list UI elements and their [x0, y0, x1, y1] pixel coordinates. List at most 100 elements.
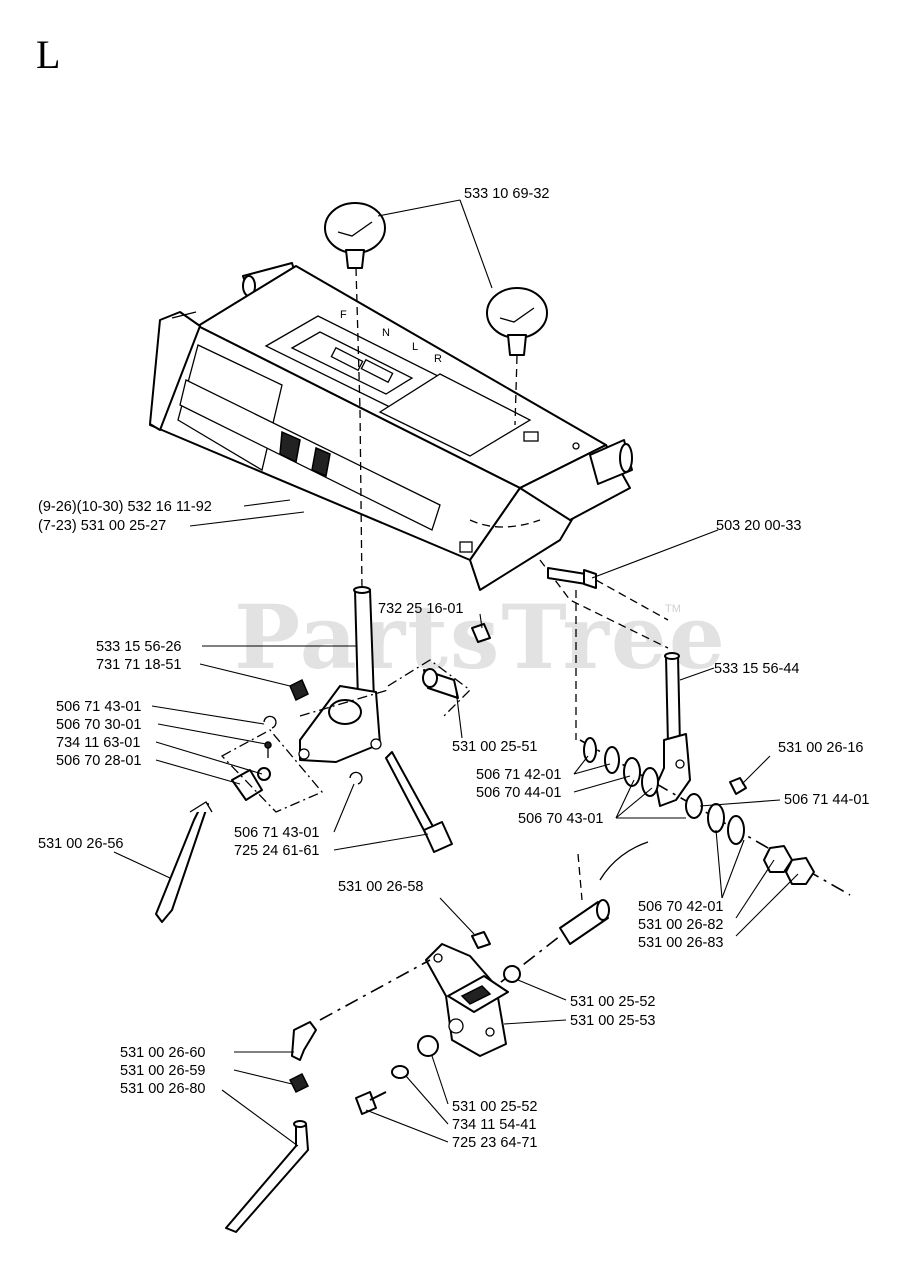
- label-lever-right: 533 15 56-44: [714, 661, 799, 677]
- bushing-531-00-25-51-end: [422, 668, 438, 688]
- label-bushing-mid: 531 00 25-51: [452, 739, 537, 755]
- washer-506-70-44-01: [604, 746, 620, 774]
- leader-lines: [113, 199, 799, 1147]
- console-left-flap: [149, 311, 201, 431]
- leader-console-b: [189, 511, 305, 527]
- hidden-line-mid: [299, 689, 389, 717]
- section-letter: L: [36, 32, 60, 77]
- leader-lever-right: [679, 667, 715, 681]
- label-nut-b2: 531 00 26-59: [120, 1063, 205, 1079]
- console-front-stripe: [179, 379, 441, 531]
- label-eclip-l2: 506 71 43-01: [234, 825, 319, 841]
- lever-right-hole: [675, 759, 685, 769]
- knob-left-axis: [355, 267, 361, 411]
- console-hidden-edge: [469, 519, 541, 528]
- leader-nut-r2: [735, 859, 775, 919]
- eclip-506-71-44-01: [685, 793, 703, 819]
- eclip-506-71-43-01-a: [263, 715, 277, 729]
- bracket-hole-2: [448, 1018, 464, 1034]
- leader-washer-r3-b: [721, 839, 745, 899]
- knob-right-axis: [514, 355, 518, 426]
- lower-shaft: [559, 901, 609, 945]
- knob-right-stem: [507, 334, 527, 356]
- label-pin-l1: 734 11 63-01: [56, 735, 140, 751]
- leader-washer-l1: [157, 723, 267, 745]
- leader-rod-b2: [221, 1089, 299, 1147]
- label-eclip-r2: 506 71 44-01: [784, 792, 869, 808]
- label-console-b: (7-23) 531 00 25-27: [38, 518, 166, 534]
- label-eclip-r1: 506 71 42-01: [476, 767, 561, 783]
- lever-left-boss: [328, 699, 362, 725]
- label-washer-l1: 506 70 30-01: [56, 717, 141, 733]
- label-nut-r2: 531 00 26-82: [638, 917, 723, 933]
- lever-left: [298, 586, 382, 763]
- label-nut-b1: 531 00 26-58: [338, 879, 423, 895]
- label-nut-left: 731 71 18-51: [96, 657, 181, 673]
- leader-console-a: [243, 499, 291, 507]
- label-rod-b1: 531 00 26-60: [120, 1045, 205, 1061]
- console-mark-l: L: [412, 341, 418, 353]
- label-bolt-right: 503 20 00-33: [716, 518, 801, 534]
- lower-vertical-dash: [577, 853, 583, 901]
- eclip-506-71-43-01-b: [349, 771, 363, 785]
- collar-506-70-30-01: [231, 769, 263, 801]
- nut-531-00-26-59: [288, 1072, 310, 1094]
- lever-right-rod: [665, 655, 681, 746]
- console-mark-f: F: [340, 309, 347, 321]
- label-bracket-b: 531 00 25-53: [570, 1013, 655, 1029]
- leader-nut-r3: [735, 873, 799, 937]
- bolt-right-axis: [595, 579, 669, 621]
- leader-knob-b: [459, 199, 493, 289]
- knob-right: [486, 287, 548, 356]
- hidden-box-left: [220, 729, 324, 813]
- clip-732-25-16-01: [471, 623, 491, 643]
- watermark-tm: TM: [665, 603, 681, 615]
- washer-506-70-42-01-b: [727, 815, 745, 845]
- lower-curve-line: [599, 841, 649, 881]
- leader-eclip-r1-b: [573, 763, 611, 775]
- lever-left-hole-2: [370, 738, 382, 750]
- console-clip-square: [459, 541, 473, 553]
- washer-506-70-28-01: [257, 767, 271, 781]
- nut-731-71-18-51: [289, 678, 309, 702]
- lower-rod-axis: [319, 959, 431, 1021]
- washer-506-70-43-01-a: [623, 757, 641, 787]
- label-eclip-l1: 506 71 43-01: [56, 699, 141, 715]
- bracket-hole-3: [485, 1027, 495, 1037]
- label-washer-r3: 506 70 42-01: [638, 899, 723, 915]
- eclip-506-71-42-01: [583, 737, 597, 763]
- bolt-503-20-00-33-shank: [547, 567, 587, 585]
- console-right-tube-end: [619, 443, 633, 473]
- leader-pin-l1: [155, 741, 263, 775]
- rod-531-00-26-56: [155, 803, 209, 923]
- lever-left-top: [353, 586, 371, 594]
- rod-531-00-26-80-top: [293, 1120, 307, 1128]
- leader-nut-b2: [233, 1069, 293, 1085]
- label-nut-r3: 531 00 26-83: [638, 935, 723, 951]
- console-slot-2: [311, 446, 331, 478]
- leader-washer-r1: [573, 775, 631, 793]
- rod-531-00-26-60: [291, 1021, 317, 1061]
- nut-531-00-26-58: [471, 931, 491, 949]
- lever-left-rod: [354, 589, 375, 701]
- console-tab: [523, 431, 539, 442]
- lower-shaft-end: [596, 899, 610, 921]
- leader-washer-r2-b: [615, 787, 653, 819]
- washer-506-70-42-01-a: [707, 803, 725, 833]
- lever-right-plate: [655, 733, 691, 807]
- leader-nut-b1: [439, 897, 475, 935]
- console-assembly: F N L R: [149, 262, 633, 591]
- label-washer-r2: 506 70 43-01: [518, 811, 603, 827]
- leader-washer-b: [405, 1075, 449, 1125]
- rod-531-00-26-80: [225, 1123, 309, 1233]
- bushing-531-00-25-52-a: [503, 965, 521, 983]
- leader-bushing-b2: [431, 1055, 449, 1105]
- lever-right-top: [664, 652, 680, 660]
- hidden-box-mid: [387, 659, 471, 717]
- bolt-725-23-64-71-shank: [369, 1091, 387, 1101]
- leader-nut-left: [199, 663, 291, 687]
- label-knob: 533 10 69-32: [464, 186, 549, 202]
- label-bolt-b: 725 23 64-71: [452, 1135, 537, 1151]
- bushing-531-00-25-52-b: [417, 1035, 439, 1057]
